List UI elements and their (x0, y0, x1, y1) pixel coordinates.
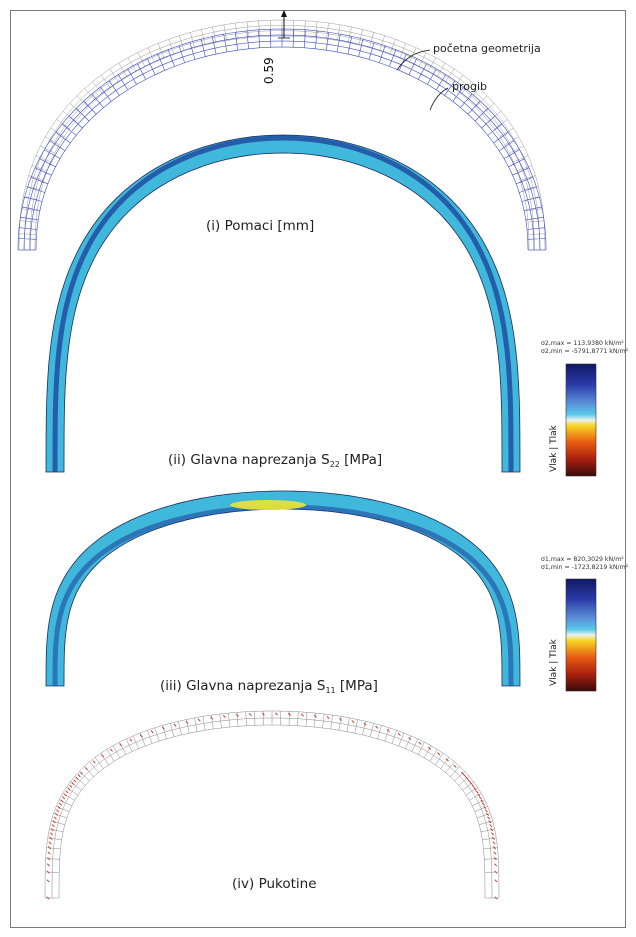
stress-s22-legend-range: σ2,max = 113,9380 kN/m² σ2,min = -5791,8… (541, 340, 628, 356)
panel-2-caption-sub: 22 (329, 460, 340, 469)
panel-2-caption-text: (ii) Glavna naprezanja S (168, 452, 330, 468)
stress-s11-crown-zone (230, 500, 306, 510)
stress-s22-colorbar (565, 363, 597, 477)
stress-s11-side-label: Vlak | Tlak (549, 639, 559, 686)
panel-1-caption: (i) Pomaci [mm] (206, 218, 314, 234)
initial-geometry-label: početna geometrija (433, 42, 541, 55)
displacement-panel (17, 19, 547, 251)
deflection-label: progib (452, 80, 488, 93)
figure-frame (10, 10, 626, 928)
stress-s22-outer-fringe (52, 135, 514, 472)
stress-s11-legend-range: σ1,max = 820,3029 kN/m² σ1,min = -1723,8… (541, 556, 628, 572)
cracks-panel (44, 710, 500, 900)
panel-1-caption-text: (i) Pomaci [mm] (206, 218, 315, 234)
displacement-arrowhead (281, 10, 287, 17)
stress-s22-panel (45, 134, 521, 473)
stress-s22-band (45, 134, 521, 473)
displacement-value: 0.59 (262, 57, 276, 84)
panel-3-caption: (iii) Glavna naprezanja S11 [MPa] (160, 678, 378, 695)
stress-s22-max: σ2,max = 113,9380 kN/m² (541, 340, 624, 347)
panel-3-caption-unit: [MPa] (335, 678, 378, 694)
panel-4-caption: (iv) Pukotine (232, 876, 317, 892)
stress-s11-band (45, 490, 521, 687)
panel-3-caption-sub: 11 (325, 686, 336, 695)
panel-4-caption-text: (iv) Pukotine (232, 876, 317, 892)
stress-s11-min: σ1,min = -1723,8219 kN/m² (541, 564, 629, 571)
deflection-leader (429, 87, 449, 111)
panel-2-caption: (ii) Glavna naprezanja S22 [MPa] (168, 452, 382, 469)
stress-s22-side-label: Vlak | Tlak (549, 425, 559, 472)
crack-mesh (44, 710, 500, 899)
stress-s22-min: σ2,min = -5791,8771 kN/m² (541, 348, 629, 355)
deflected-mesh (17, 28, 547, 251)
stress-s11-colorbar (565, 578, 597, 692)
initial-geometry-leader (396, 49, 431, 71)
panel-3-caption-text: (iii) Glavna naprezanja S (160, 678, 326, 694)
stress-s11-max: σ1,max = 820,3029 kN/m² (541, 556, 624, 563)
stress-s11-panel (45, 490, 521, 687)
panel-2-caption-unit: [MPa] (339, 452, 383, 468)
crack-marks (46, 712, 498, 900)
